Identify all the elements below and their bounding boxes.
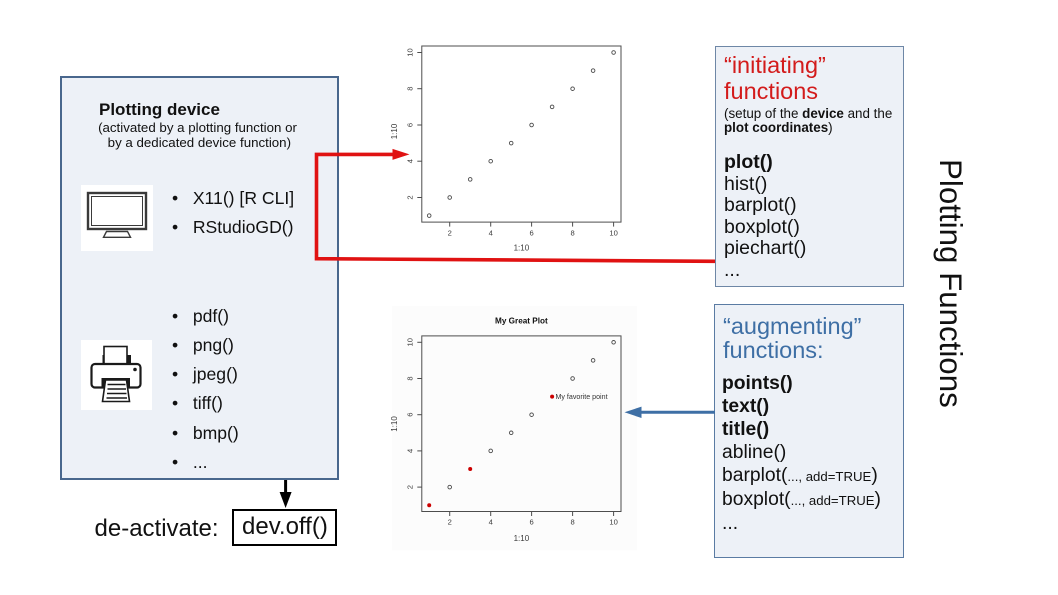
- svg-text:6: 6: [529, 518, 533, 527]
- svg-text:10: 10: [406, 338, 415, 346]
- svg-text:2: 2: [448, 229, 452, 238]
- svg-text:1:10: 1:10: [390, 416, 399, 432]
- svg-text:8: 8: [570, 229, 574, 238]
- svg-text:6: 6: [406, 413, 415, 417]
- svg-text:4: 4: [406, 159, 415, 163]
- svg-text:8: 8: [406, 87, 415, 91]
- svg-text:10: 10: [406, 48, 415, 56]
- svg-text:6: 6: [406, 123, 415, 127]
- svg-text:2: 2: [406, 195, 415, 199]
- svg-text:1:10: 1:10: [514, 534, 530, 543]
- svg-text:4: 4: [489, 229, 493, 238]
- svg-text:4: 4: [406, 449, 415, 453]
- svg-text:10: 10: [609, 518, 617, 527]
- svg-text:10: 10: [609, 229, 617, 238]
- svg-text:1:10: 1:10: [514, 244, 530, 253]
- svg-text:2: 2: [448, 518, 452, 527]
- svg-text:8: 8: [570, 518, 574, 527]
- svg-text:1:10: 1:10: [390, 123, 399, 139]
- svg-text:6: 6: [529, 229, 533, 238]
- svg-text:8: 8: [406, 376, 415, 380]
- svg-text:4: 4: [489, 518, 493, 527]
- svg-text:My favorite point: My favorite point: [556, 393, 608, 401]
- svg-text:My Great Plot: My Great Plot: [495, 317, 548, 326]
- svg-text:2: 2: [406, 485, 415, 489]
